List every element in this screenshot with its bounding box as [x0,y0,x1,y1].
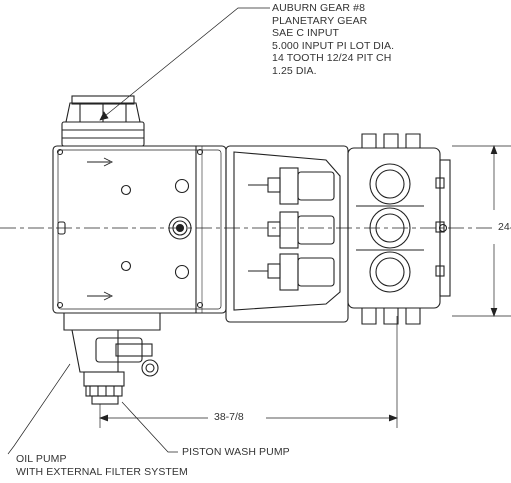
height-dimension [452,145,511,317]
gear-callout: AUBURN GEAR #8 PLANETARY GEAR SAE C INPU… [272,2,394,77]
leader-lines [7,7,270,455]
gear-callout-line: 1.25 DIA. [272,64,317,77]
oil-pump-assembly [63,313,161,405]
length-dimension [99,316,398,428]
gear-callout-line: 14 TOOTH 12/24 PIT CH [272,52,392,64]
oil-pump-callout-line: OIL PUMP [16,453,67,465]
gear-callout-line: SAE C INPUT [272,27,340,39]
height-dimension-label: 24 [496,221,510,233]
gear-callout-line: AUBURN GEAR #8 [272,2,366,14]
length-dimension-label: 38-7/8 [212,411,246,423]
gear-callout-line: 5.000 INPUT PI LOT DIA. [272,39,395,52]
pump-manifold [347,133,451,325]
crankcase [225,145,349,323]
oil-pump-callout: OIL PUMP WITH EXTERNAL FILTER SYSTEM [16,453,188,478]
gearbox-body [52,145,227,314]
planetary-gear-housing [61,95,145,147]
piston-pump-callout: PISTON WASH PUMP [182,446,290,458]
gear-callout-line: PLANETARY GEAR [272,14,368,27]
oil-pump-callout-line: WITH EXTERNAL FILTER SYSTEM [16,465,188,478]
